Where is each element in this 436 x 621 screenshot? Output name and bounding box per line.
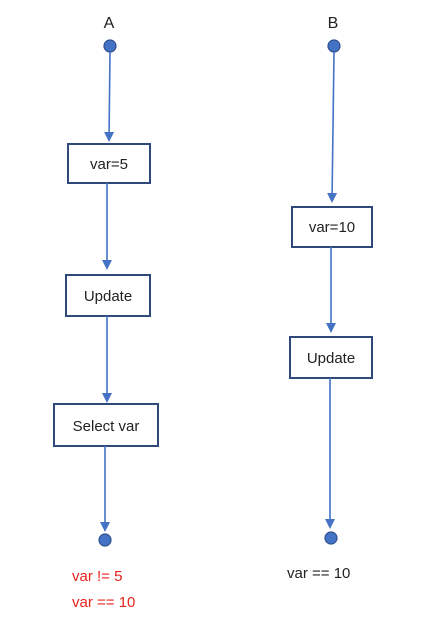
lane-a-step-3-box (53, 403, 159, 447)
lane-a-step-1: var=5 (67, 143, 151, 184)
lane-b-step-2-label: Update (307, 350, 355, 367)
lane-b-start-node (327, 39, 341, 53)
lane-a-end-node (98, 533, 112, 547)
lane-a-step-2-label: Update (84, 288, 132, 305)
lane-a-start-node (103, 39, 117, 53)
lane-a-step-3-label: Select var (73, 418, 140, 435)
lane-a-result-line-2: var == 10 (72, 594, 135, 611)
lane-b-step-1-box (291, 206, 373, 248)
lane-b-label: B (328, 15, 339, 32)
lane-b-step-1-label: var=10 (309, 219, 355, 236)
lane-a: A var=5 Update Select var var != 5 var =… (53, 15, 159, 611)
lane-b-result-line-1: var == 10 (287, 565, 350, 582)
lane-b: B var=10 Update var == 10 (287, 15, 373, 582)
lane-a-step-3: Select var (53, 403, 159, 447)
lane-b-step-2: Update (289, 336, 373, 379)
lane-a-step-1-box (67, 143, 151, 184)
lane-b-step-2-box (289, 336, 373, 379)
lane-b-step-1: var=10 (291, 206, 373, 248)
lane-a-step-2: Update (65, 274, 151, 317)
lane-a-edge-1 (104, 51, 115, 142)
lane-a-result-line-1: var != 5 (72, 568, 122, 585)
lane-b-edge-1 (327, 51, 338, 203)
lane-a-label: A (104, 15, 115, 32)
lane-a-step-2-box (65, 274, 151, 317)
lane-b-end-node (324, 531, 338, 545)
lane-a-step-1-label: var=5 (90, 156, 128, 173)
